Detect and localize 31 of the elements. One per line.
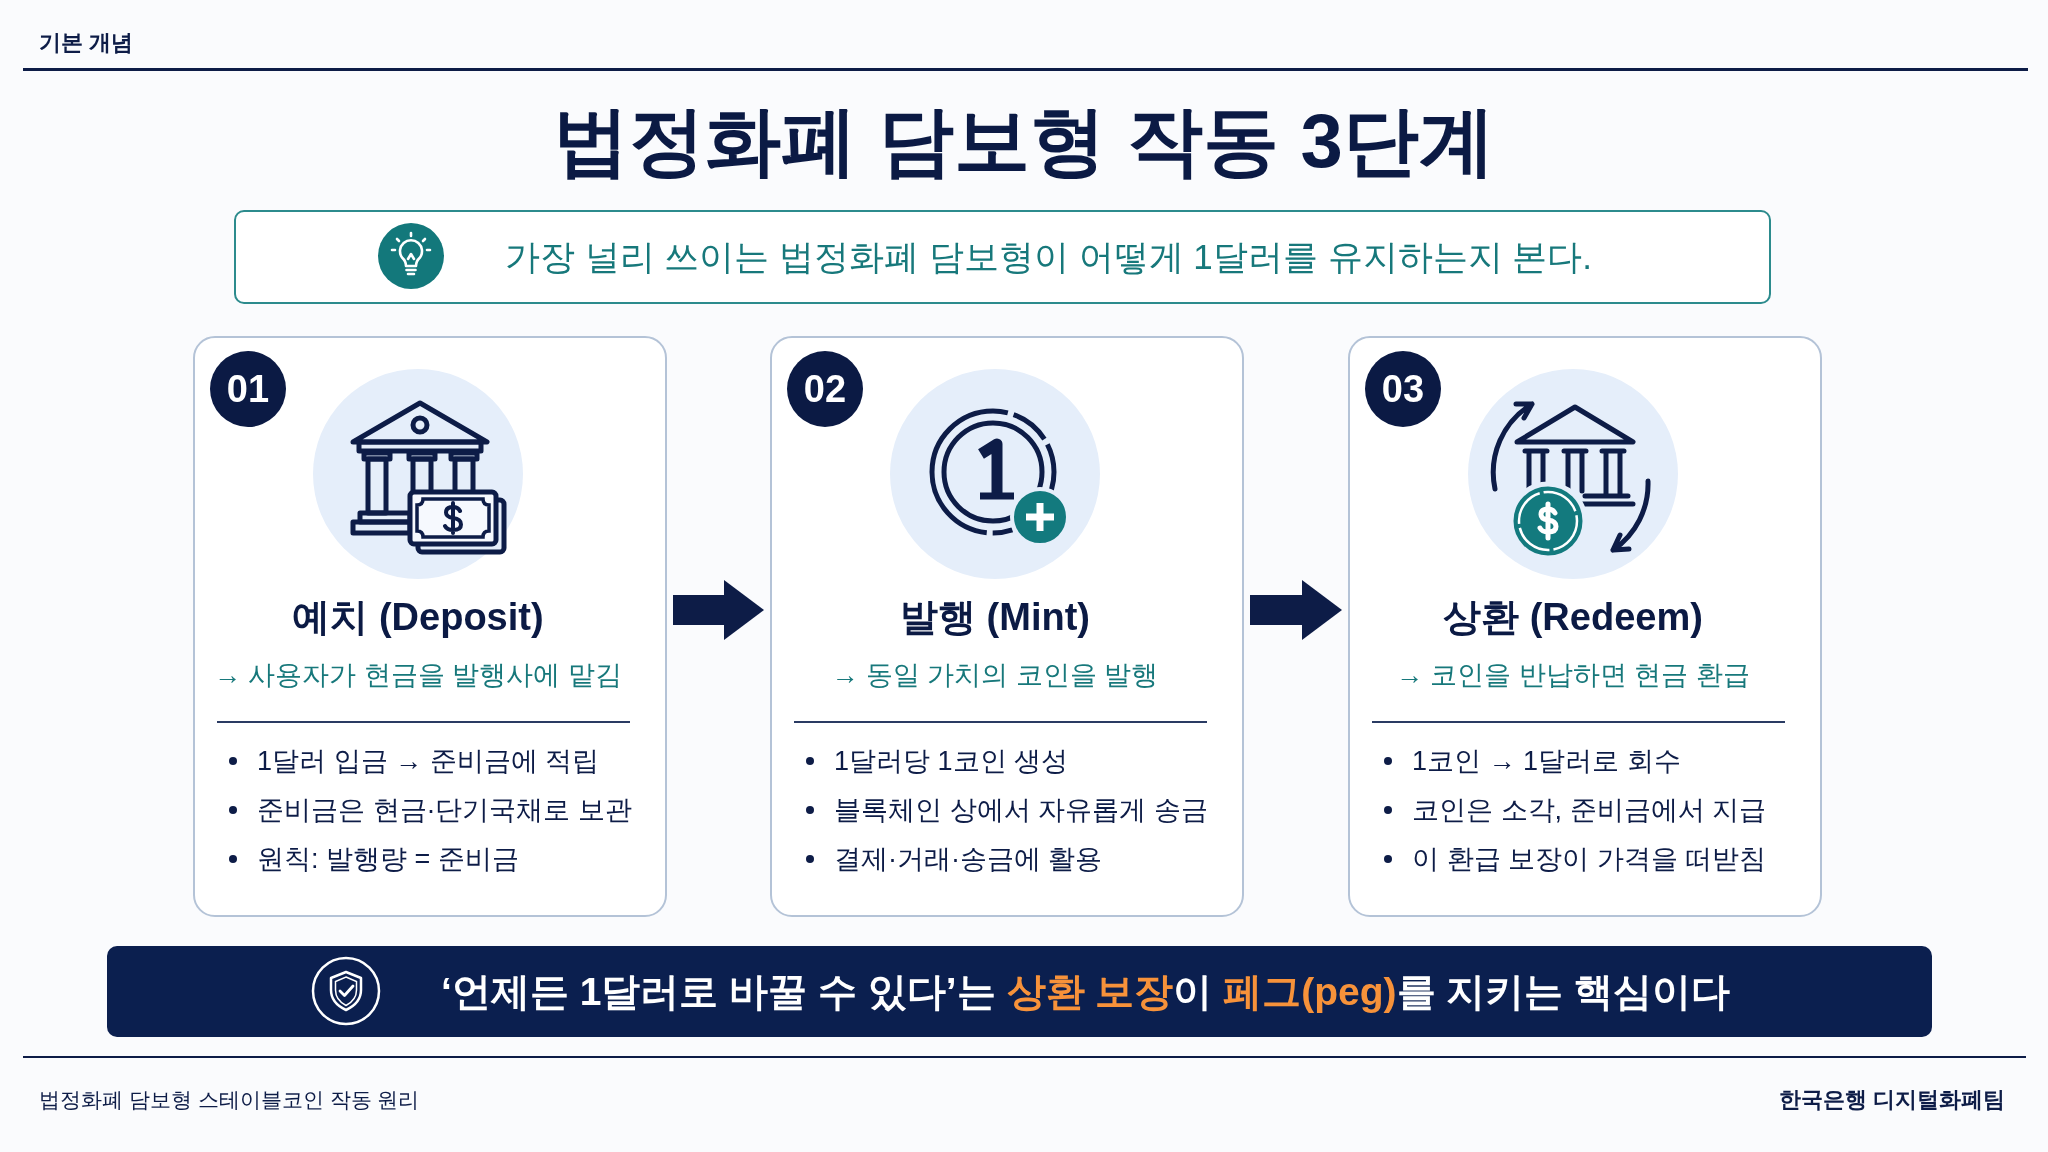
arrow — [673, 580, 764, 640]
arrow — [1250, 580, 1342, 640]
bullet-text: 블록체인 상에서 자유롭게 송금 — [834, 793, 1208, 827]
bullet-text: 준비금은 현금·단기국채로 보관 — [257, 793, 632, 827]
number-badge: 02 — [787, 351, 863, 427]
bullet-text: 1달러당 1코인 생성 — [834, 744, 1069, 778]
section-label: 기본 개념 — [39, 29, 134, 57]
number-badge: 01 — [210, 351, 286, 427]
bullet-text: 1달러 입금 → 준비금에 적립 — [257, 744, 600, 778]
step-card — [1348, 336, 1822, 917]
message-text: ‘언제든 1달러로 바꿀 수 있다’는 상환 보장이 페그(peg)를 지키는 핵심이다 — [441, 968, 1731, 1015]
bullet-text: 1코인 → 1달러로 회수 — [1412, 744, 1681, 778]
step-card — [193, 336, 667, 917]
step-summary: → 코인을 반납하면 현금 환급 — [1396, 658, 1750, 692]
bullet-text: 코인은 소각, 준비금에서 지급 — [1412, 793, 1766, 827]
page-title: 법정화폐 담보형 작동 3단계 — [553, 97, 1495, 186]
message-banner — [107, 946, 1932, 1037]
step-card — [770, 336, 1244, 917]
bullet-text: 결제·거래·송금에 활용 — [834, 842, 1103, 876]
step-summary: → 사용자가 현금을 발행사에 맡김 — [214, 658, 622, 692]
intro-text: 가장 널리 쓰이는 법정화폐 담보형이 어떻게 1달러를 유지하는지 본다. — [505, 236, 1592, 278]
footer-text: 법정화폐 담보형 스테이블코인 작동 원리 — [39, 1087, 420, 1113]
intro-box — [234, 210, 1771, 304]
step-title: 예치 (Deposit) — [292, 595, 544, 641]
step-title: 발행 (Mint) — [900, 595, 1090, 641]
step-title: 상환 (Redeem) — [1443, 595, 1703, 641]
bullet-text: 이 환급 보장이 가격을 떠받침 — [1412, 842, 1766, 876]
footer-text: 한국은행 디지털화폐팀 — [1778, 1086, 2005, 1114]
bullet-text: 원칙: 발행량 = 준비금 — [257, 842, 519, 876]
number-badge: 03 — [1365, 351, 1441, 427]
step-summary: → 동일 가치의 코인을 발행 — [831, 658, 1159, 692]
